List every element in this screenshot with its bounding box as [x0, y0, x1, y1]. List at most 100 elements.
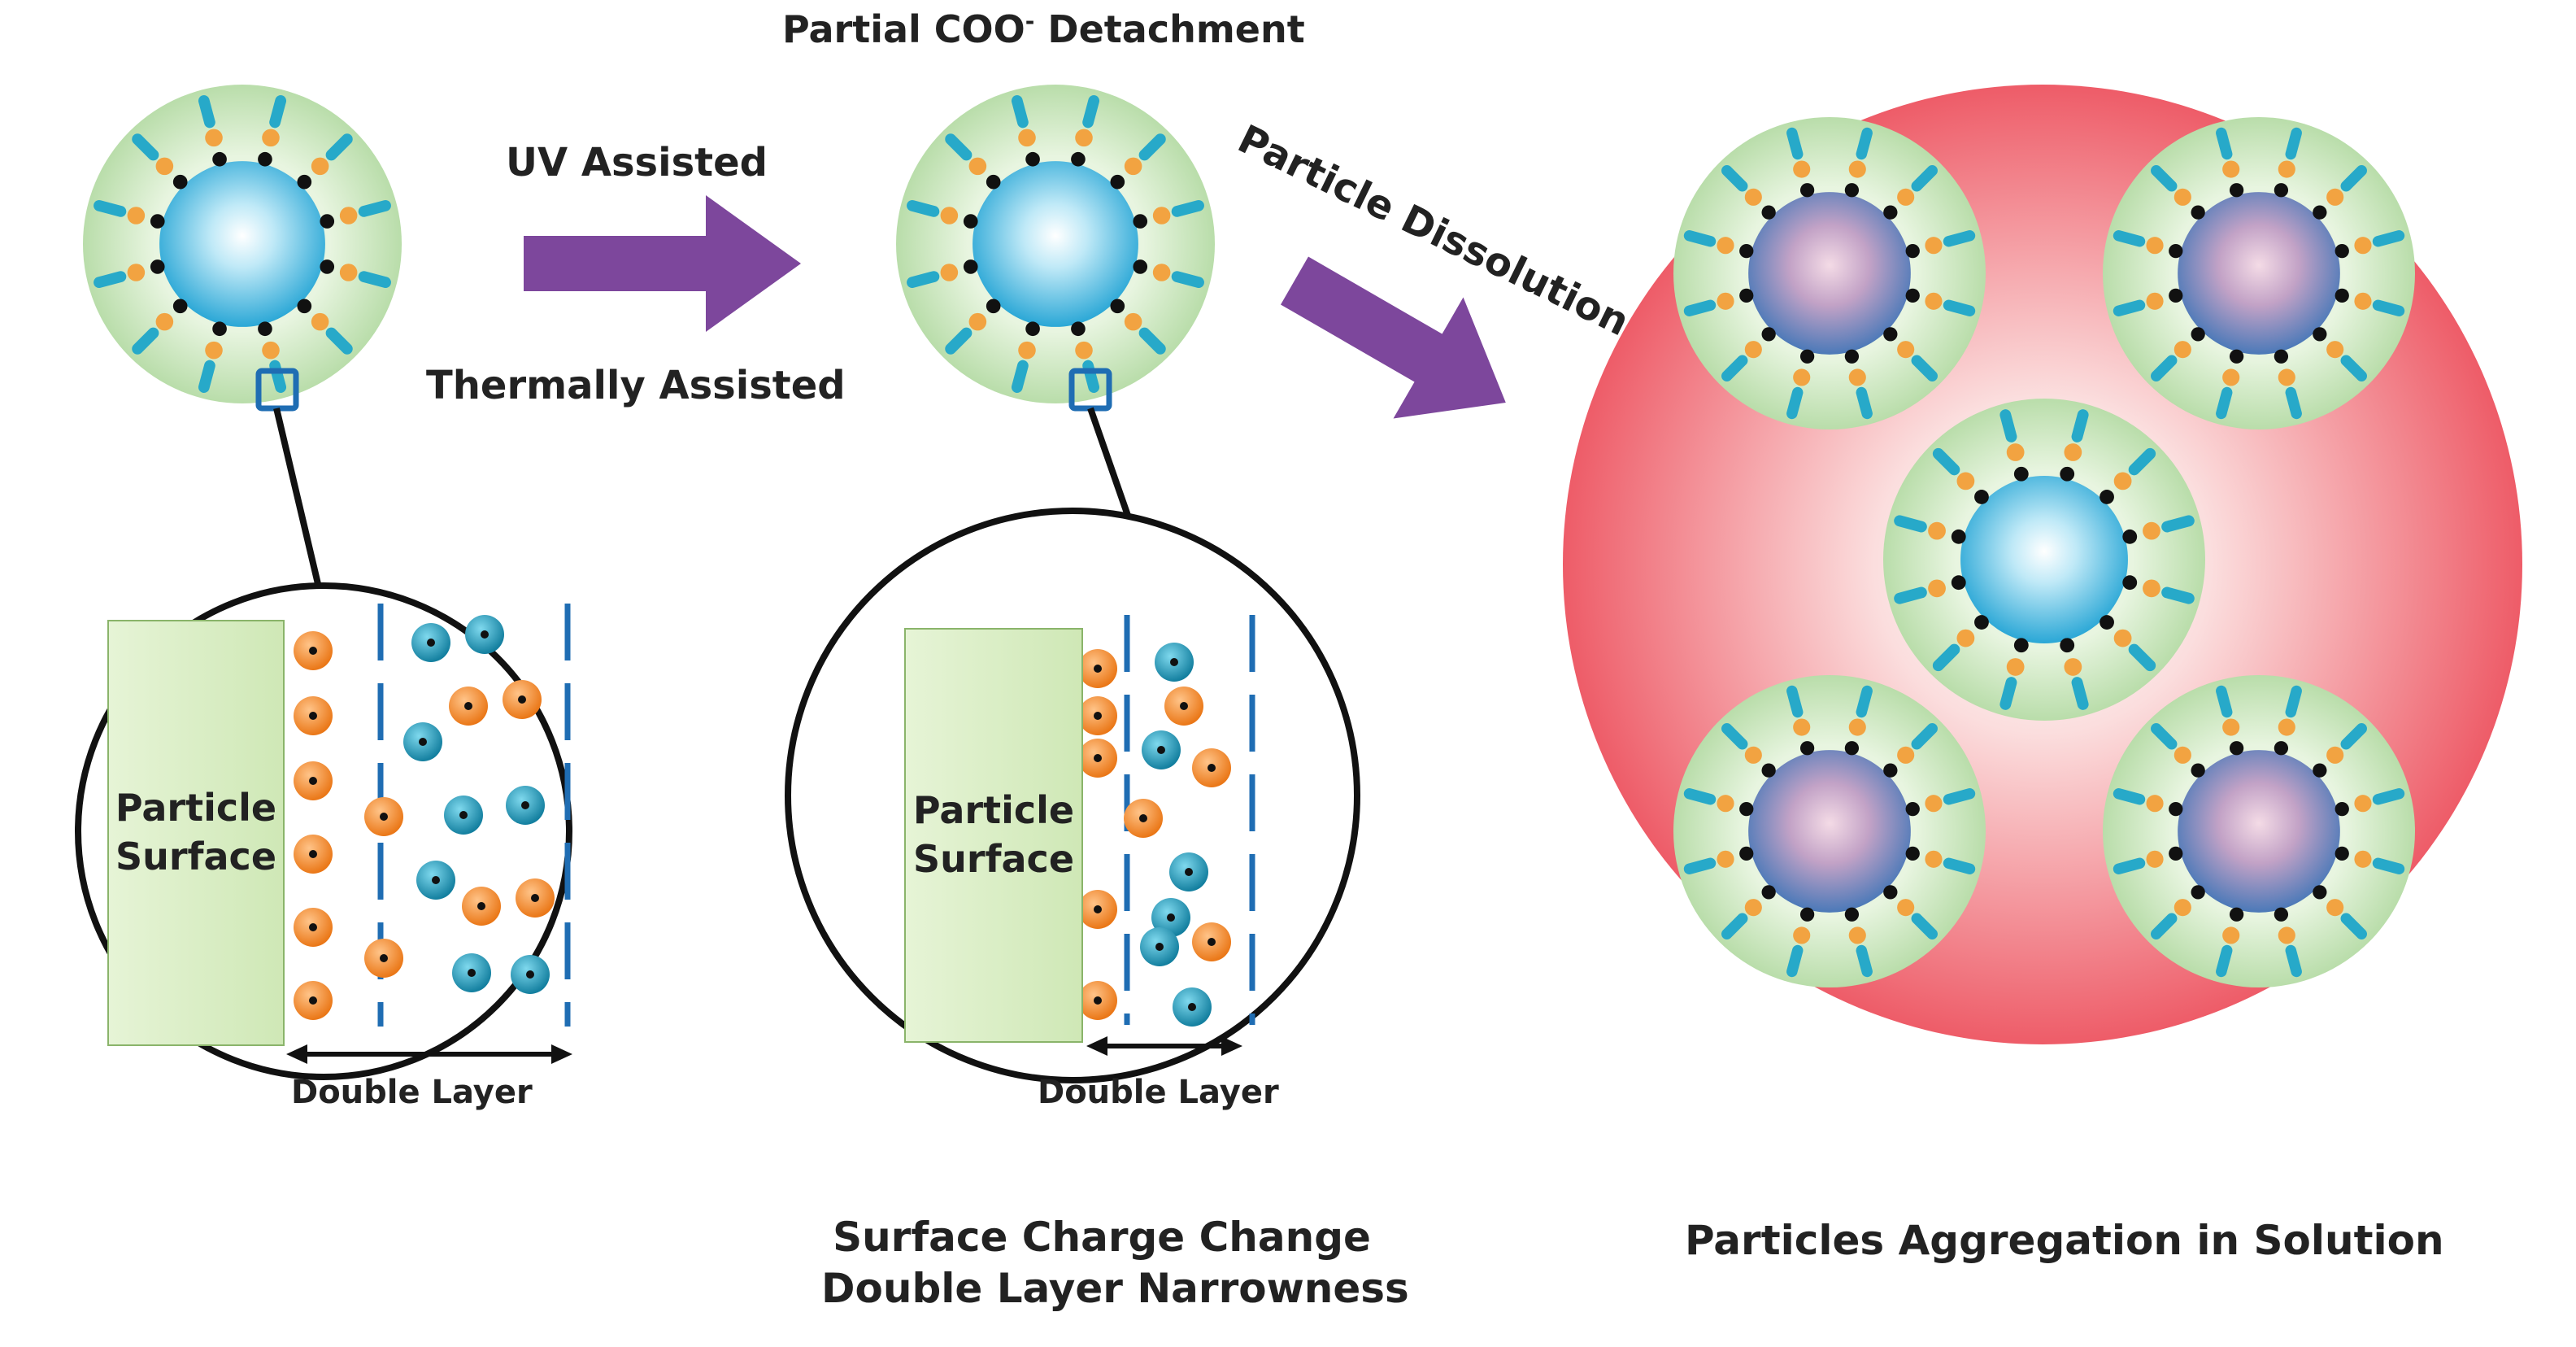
aggregate-particle-bottom-right-ligand-tail — [2113, 857, 2146, 874]
aggregate-particle-bottom-left-ligand-tail — [1911, 723, 1938, 750]
aggregate-particle-bottom-right-ligand — [2151, 885, 2205, 939]
aggregate-particle-bottom-right-ligand — [2274, 685, 2302, 756]
aggregate-particle-center-ligand-tail — [2071, 409, 2089, 442]
zoom-connector-2 — [1087, 407, 1135, 529]
aggregate-particle-bottom-left-ligand-tail — [1911, 913, 1938, 939]
aggregate-particle-top-left — [1673, 117, 1986, 429]
aggregate-particle-bottom-right-ligand — [2334, 846, 2405, 874]
aggregate-particle-top-right-ligand — [2313, 165, 2367, 220]
aggregate-particle-top-right-ligand-head — [2354, 237, 2372, 255]
ion-charge-dot — [521, 801, 529, 809]
aggregate-particle-top-left-ligand-tail — [1786, 386, 1804, 420]
teal-ion — [1173, 987, 1212, 1027]
nanoparticle-detached-ligand-anchor — [1025, 151, 1040, 167]
aggregate-particle-top-right-ligand — [2151, 327, 2205, 381]
aggregate-particle-top-left-ligand-anchor — [1905, 288, 1920, 303]
aggregate-particle-top-right-ligand-tail — [2285, 127, 2302, 160]
nanoparticle-detached-ligand — [907, 259, 978, 289]
nanoparticle-detached-ligand-tail — [1011, 360, 1029, 393]
nanoparticle-detached-ligand-anchor — [1025, 321, 1040, 337]
aggregate-particle-center-ligand-head — [2006, 443, 2025, 461]
aggregate-particle-bottom-right-ligand-anchor — [2313, 763, 2327, 778]
aggregate-particle-bottom-left-ligand — [1721, 885, 1776, 939]
aggregate-particle-bottom-right-ligand-anchor — [2169, 801, 2183, 817]
aggregate-particle-center-ligand-head — [1928, 521, 1946, 540]
nanoparticle-detached-ligand-anchor — [963, 259, 978, 274]
nanoparticle-detached-ligand-tail — [907, 271, 940, 289]
nanoparticle-initial-ligand — [258, 95, 287, 167]
nanoparticle-initial-ligand-head — [155, 312, 174, 331]
ion-charge-dot — [380, 954, 388, 962]
aggregate-particle-bottom-left-ligand — [1905, 788, 1976, 817]
aggregate-particle-bottom-right-ligand-tail — [2113, 788, 2146, 805]
aggregate-particle-bottom-right-ligand — [2216, 685, 2244, 756]
nanoparticle-initial-ligand-tail — [269, 95, 287, 129]
aggregate-particle-top-left-ligand-anchor — [1905, 243, 1920, 259]
nanoparticle-initial-ligand-head — [311, 157, 329, 176]
aggregate-particle-top-left-ligand-head — [1897, 341, 1915, 359]
aggregate-particle-top-right-ligand-anchor — [2274, 349, 2289, 364]
aggregate-particle-center-ligand — [1999, 638, 2029, 710]
aggregate-particle-center-ligand-head — [1956, 629, 1975, 647]
zoom-connector-1 — [273, 408, 322, 588]
aggregate-particle-top-right-ligand-tail — [2151, 355, 2178, 381]
nanoparticle-detached-ligand — [945, 299, 1001, 355]
ion-charge-dot — [1167, 913, 1175, 922]
aggregate-particle-bottom-right-ligand — [2151, 723, 2205, 778]
ion-charge-dot — [518, 695, 526, 704]
aggregate-particle-top-right-ligand-tail — [2216, 386, 2233, 420]
aggregate-particle-top-left-ligand-head — [1793, 368, 1811, 386]
aggregate-particle-top-right-ligand — [2113, 230, 2183, 259]
aggregate-particle-bottom-left-ligand-tail — [1943, 788, 1976, 805]
nanoparticle-initial-ligand-anchor — [150, 214, 165, 229]
aggregate-particle-bottom-right-ligand-head — [2278, 718, 2295, 736]
aggregate-particle-bottom-right-core — [2178, 750, 2340, 913]
aggregate-particle-center-ligand — [1894, 575, 1966, 604]
aggregate-particle-center-ligand-anchor — [1974, 490, 1989, 504]
ion-charge-dot — [1094, 905, 1102, 913]
aggregate-particle-bottom-right-ligand-head — [2174, 746, 2191, 764]
aggregate-particle-bottom-left-ligand-anchor — [1799, 741, 1815, 756]
nanoparticle-detached-ligand-head — [968, 157, 987, 176]
ion-charge-dot — [1188, 1003, 1196, 1011]
orange-ion — [294, 835, 333, 874]
teal-ion — [511, 955, 550, 994]
aggregate-particle-bottom-left-ligand-tail — [1856, 944, 1873, 978]
aggregate-particle-bottom-left-ligand — [1683, 846, 1754, 874]
aggregate-particle-bottom-right-ligand-anchor — [2274, 741, 2289, 756]
aggregate-particle-bottom-left-ligand-head — [1897, 899, 1915, 917]
aggregate-particle-center-ligand-tail — [1999, 677, 2017, 710]
nanoparticle-initial-ligand-tail — [358, 199, 391, 217]
aggregate-particle-bottom-right-ligand-tail — [2285, 944, 2302, 978]
nanoparticle-initial-ligand-tail — [132, 327, 159, 355]
aggregate-particle-center-ligand — [2122, 515, 2195, 544]
teal-ion — [452, 953, 491, 992]
aggregate-particle-center-ligand — [1932, 447, 1989, 504]
aggregate-particle-top-left-ligand-anchor — [1799, 183, 1815, 198]
aggregate-particle-top-right-ligand — [2334, 230, 2405, 259]
aggregate-particle-top-left-ligand — [1683, 288, 1754, 316]
ion-charge-dot — [1180, 702, 1188, 710]
nanoparticle-detached-ligand — [1110, 299, 1166, 355]
nanoparticle-detached-ligand-tail — [1011, 95, 1029, 129]
aggregate-particle-bottom-right-ligand-head — [2326, 746, 2344, 764]
aggregate-particle-top-left-ligand-head — [1848, 368, 1866, 386]
nanoparticle-detached-ligand-anchor — [1110, 174, 1125, 190]
nanoparticle-detached-ligand — [1011, 321, 1040, 393]
uv-thermal-arrow — [524, 195, 801, 332]
nanoparticle-detached-ligand-anchor — [1071, 321, 1086, 337]
aggregate-particle-center-ligand — [1894, 515, 1966, 544]
aggregate-particle-bottom-left-ligand-anchor — [1905, 846, 1920, 861]
aggregate-particle-top-right-ligand-tail — [2216, 127, 2233, 160]
nanoparticle-initial-ligand-tail — [198, 360, 215, 393]
orange-ion — [1164, 687, 1203, 726]
aggregate-particle-top-right-ligand-anchor — [2313, 205, 2327, 220]
aggregate-particle-top-right-ligand-head — [2326, 188, 2344, 206]
aggregate-particle-bottom-left-ligand-anchor — [1739, 801, 1754, 817]
aggregate-particle-top-right-ligand — [2334, 288, 2405, 316]
aggregate-particle-center-ligand-tail — [1999, 409, 2017, 442]
nanoparticle-detached-ligand-head — [1018, 129, 1036, 147]
nanoparticle-detached-ligand — [945, 133, 1001, 190]
aggregate-particle-bottom-left-ligand — [1844, 685, 1873, 756]
orange-ion — [1192, 748, 1231, 787]
